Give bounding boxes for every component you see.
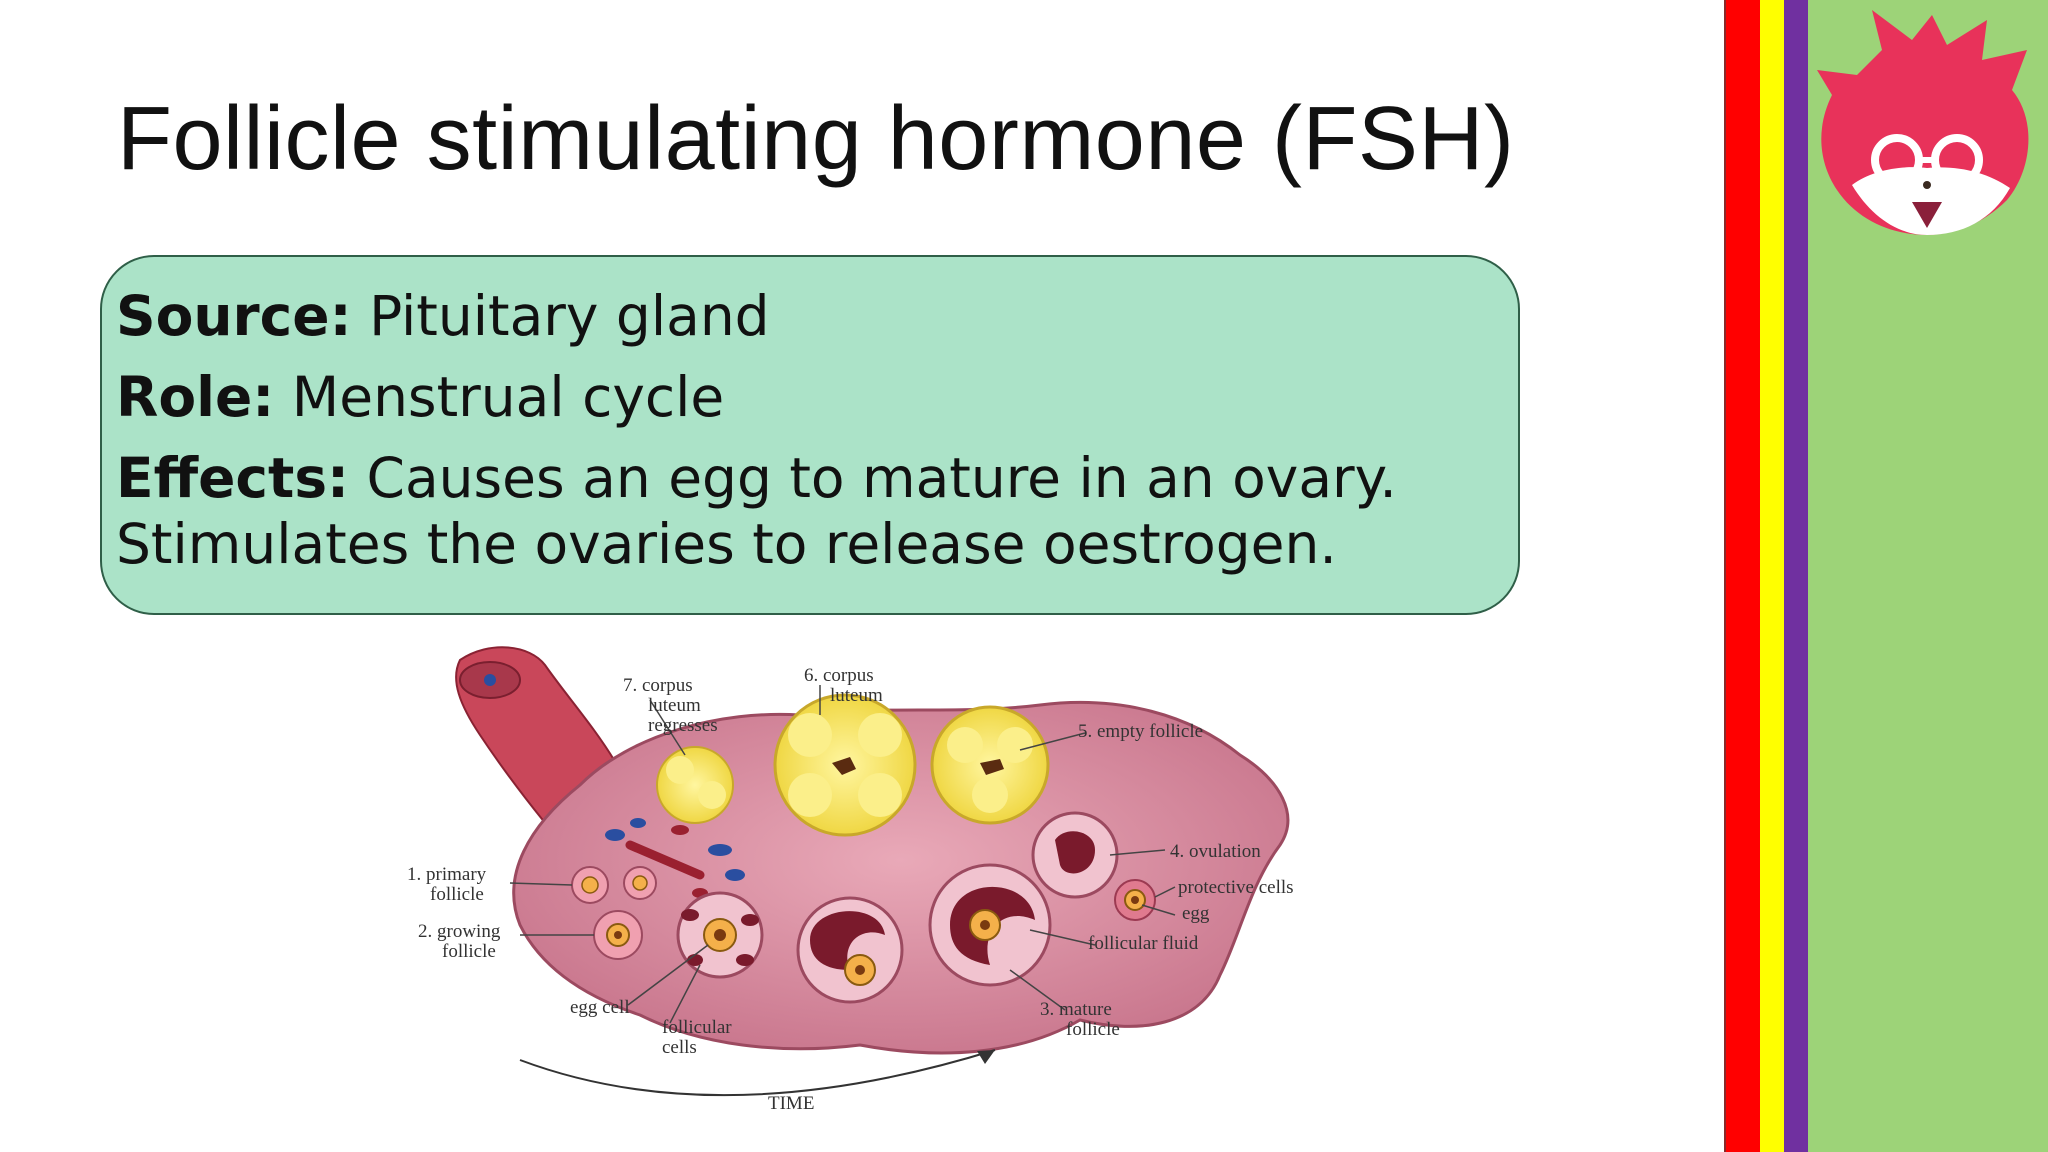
flame-mascot-with-glasses-icon bbox=[1817, 10, 2029, 235]
effects-label: Effects: bbox=[116, 446, 350, 510]
label-egg-cell: egg cell bbox=[570, 997, 630, 1018]
label-growing-follicle-1: 2. growing bbox=[418, 921, 501, 942]
role-label: Role: bbox=[116, 365, 275, 429]
yellow-stripe bbox=[1760, 0, 1784, 1152]
role-row: Role: Menstrual cycle bbox=[116, 364, 1518, 430]
label-corpus-regresses-2: luteum bbox=[648, 695, 701, 716]
label-corpus-luteum-2: luteum bbox=[830, 685, 883, 706]
effects-line-2: Stimulates the ovaries to release oestro… bbox=[116, 512, 1337, 576]
label-egg: egg bbox=[1182, 903, 1210, 924]
label-time: TIME bbox=[768, 1093, 814, 1114]
label-primary-follicle-2: follicle bbox=[430, 884, 484, 905]
corpus-luteum bbox=[773, 693, 917, 837]
role-value: Menstrual cycle bbox=[291, 365, 725, 429]
effects-line-1: Causes an egg to mature in an ovary. bbox=[366, 446, 1397, 510]
mature-follicle bbox=[928, 863, 1052, 987]
red-stripe bbox=[1724, 0, 1760, 1152]
growing-follicle bbox=[593, 910, 643, 960]
time-arrow bbox=[519, 1049, 996, 1097]
label-protective-cells: protective cells bbox=[1178, 877, 1294, 898]
source-value: Pituitary gland bbox=[369, 284, 770, 348]
vessel-dot bbox=[484, 674, 496, 686]
empty-follicle bbox=[930, 705, 1050, 825]
label-corpus-luteum-1: 6. corpus bbox=[804, 665, 874, 686]
leader-lines bbox=[509, 685, 1176, 1024]
label-mature-follicle-1: 3. mature bbox=[1040, 999, 1112, 1020]
label-corpus-regresses-3: regresses bbox=[648, 715, 718, 736]
corpus-luteum-regressing bbox=[656, 746, 734, 824]
effects-row: Effects: Causes an egg to mature in an o… bbox=[116, 445, 1518, 577]
label-empty-follicle: 5. empty follicle bbox=[1078, 721, 1203, 742]
antral-follicle bbox=[796, 896, 904, 1004]
label-primary-follicle-1: 1. primary bbox=[407, 864, 487, 885]
label-mature-follicle-2: follicle bbox=[1066, 1019, 1120, 1040]
label-follicular-cells-2: cells bbox=[662, 1037, 697, 1058]
purple-stripe bbox=[1784, 0, 1808, 1152]
label-growing-follicle-2: follicle bbox=[442, 941, 496, 962]
label-corpus-regresses-1: 7. corpus bbox=[623, 675, 693, 696]
blood-vessels bbox=[605, 818, 745, 898]
source-row: Source: Pituitary gland bbox=[116, 283, 1518, 349]
label-follicular-fluid: follicular fluid bbox=[1088, 933, 1199, 954]
released-egg bbox=[1114, 879, 1156, 921]
primary-follicles bbox=[571, 866, 657, 904]
time-arrow-head bbox=[977, 1050, 995, 1064]
label-ovulation: 4. ovulation bbox=[1170, 841, 1261, 862]
slide-title: Follicle stimulating hormone (FSH) bbox=[117, 89, 1515, 189]
ovary-diagram-svg: 7. corpus luteum regresses 6. corpus lut… bbox=[407, 646, 1294, 1114]
info-box: Source: Pituitary gland Role: Menstrual … bbox=[100, 255, 1520, 615]
ovary-diagram: 7. corpus luteum regresses 6. corpus lut… bbox=[160, 635, 1720, 1152]
source-label: Source: bbox=[116, 284, 352, 348]
label-follicular-cells-1: follicular bbox=[662, 1017, 732, 1038]
ovulating-follicle bbox=[1031, 811, 1119, 899]
developing-follicle bbox=[676, 891, 764, 979]
